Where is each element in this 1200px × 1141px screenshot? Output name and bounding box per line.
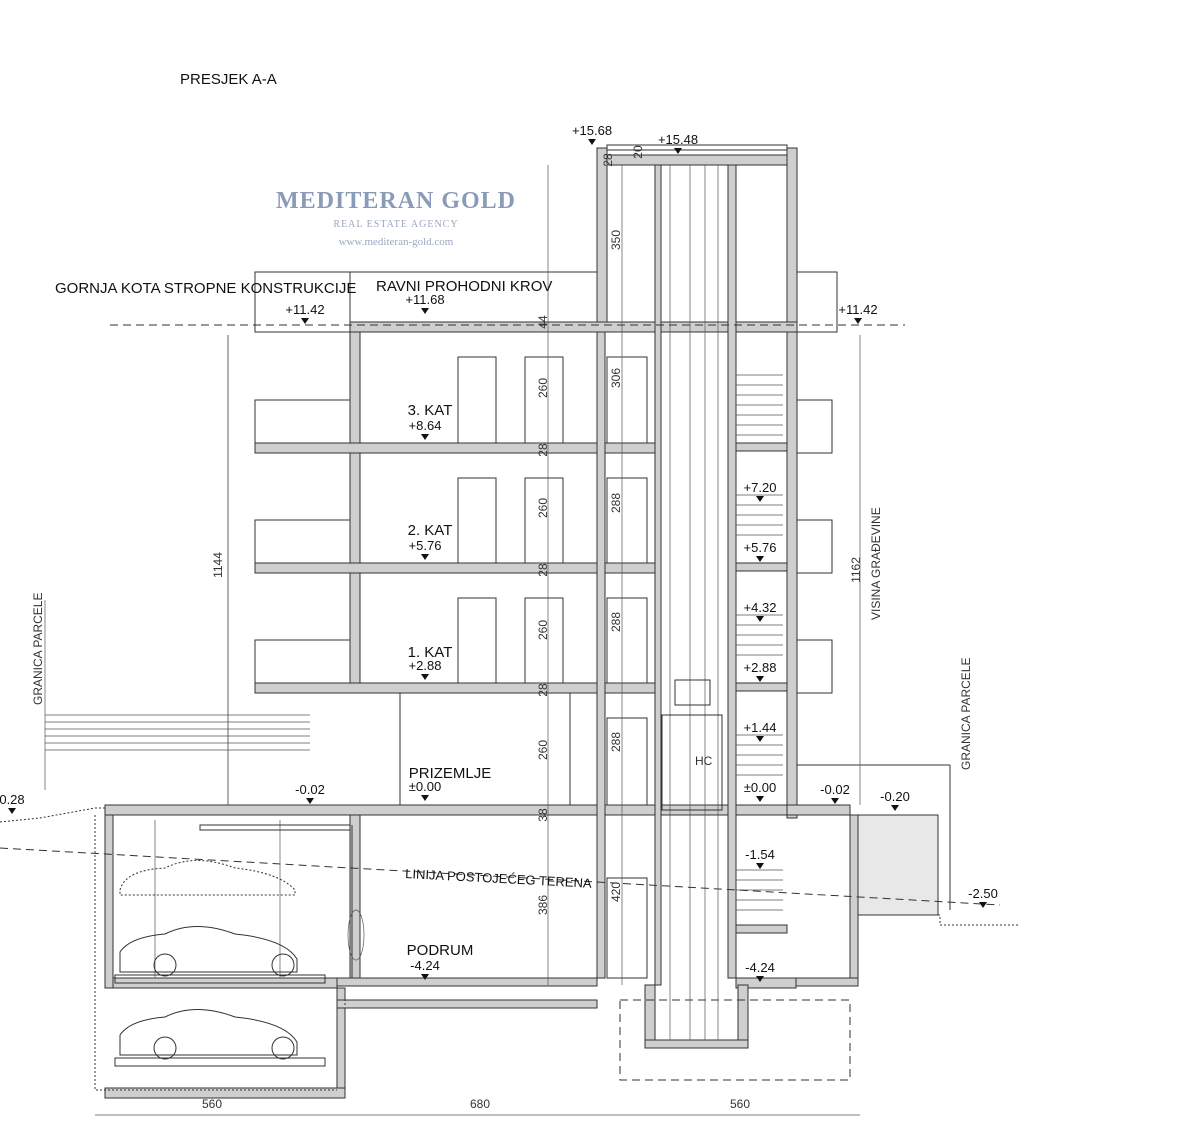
top-slab-note: GORNJA KOTA STROPNE KONSTRUKCIJE xyxy=(55,280,356,297)
level-marker-icon xyxy=(756,616,764,622)
stair-level: -4.24 xyxy=(745,960,775,975)
level-marker-icon xyxy=(588,139,596,145)
dimension-label: 28 xyxy=(536,443,550,457)
dimension-label: 560 xyxy=(202,1097,222,1111)
level-roof: +11.68 xyxy=(405,292,444,307)
level-marker-icon xyxy=(756,736,764,742)
dimension-label: 288 xyxy=(609,493,623,513)
level-marker-icon xyxy=(831,798,839,804)
floor-level: ±0.00 xyxy=(409,779,441,794)
level-marker-icon xyxy=(674,148,682,154)
level-marker-icon xyxy=(306,798,314,804)
stair-level: +7.20 xyxy=(744,480,777,495)
plot-boundary-right: GRANICA PARCELE xyxy=(959,658,973,770)
dimension-label: 28 xyxy=(601,153,615,167)
watermark-url: www.mediteran-gold.com xyxy=(339,236,454,248)
level-marker-icon xyxy=(756,676,764,682)
dimension-label: 44 xyxy=(536,315,550,329)
floor-name: 2. KAT xyxy=(408,522,453,539)
floor-level: +2.88 xyxy=(409,658,442,673)
floor-level: +5.76 xyxy=(409,538,442,553)
level-marker-icon xyxy=(421,974,429,980)
level-marker-icon xyxy=(421,308,429,314)
floor-name: 1. KAT xyxy=(408,644,453,661)
car-lift xyxy=(114,820,365,1067)
dimension-label: 28 xyxy=(536,563,550,577)
dimension-label: 350 xyxy=(609,230,623,250)
floor-level: -4.24 xyxy=(410,958,440,973)
level-marker-icon xyxy=(301,318,309,324)
level-marker-icon xyxy=(979,902,987,908)
dimension-label: 386 xyxy=(536,895,550,915)
level-ground-left: -0.02 xyxy=(295,782,325,797)
level-tower-roof: +15.48 xyxy=(658,132,698,147)
stair-level: +2.88 xyxy=(744,660,777,675)
watermark-brand: MEDITERAN GOLD xyxy=(276,188,516,214)
dimension-label: 1162 xyxy=(849,557,863,583)
floor-name: PRIZEMLJE xyxy=(409,765,492,782)
roof-note: RAVNI PROHODNI KROV xyxy=(376,278,552,295)
level-marker-icon xyxy=(891,805,899,811)
dimension-label: 420 xyxy=(609,882,623,902)
gravel-fill xyxy=(857,814,939,916)
stair-level: +4.32 xyxy=(744,600,777,615)
level-slab-left: +11.42 xyxy=(285,302,324,317)
level-marker-icon xyxy=(756,863,764,869)
dimension-label: 28 xyxy=(536,683,550,697)
level-top: +15.68 xyxy=(572,123,612,138)
structure xyxy=(0,144,1020,1116)
floor-name: PODRUM xyxy=(407,942,474,959)
dimension-label: 1144 xyxy=(211,552,225,578)
dimension-label: 260 xyxy=(536,740,550,760)
floor-name: 3. KAT xyxy=(408,402,453,419)
dimension-label: 288 xyxy=(609,612,623,632)
stair-level: +5.76 xyxy=(744,540,777,555)
level-marker-icon xyxy=(8,808,16,814)
building-height-note: VISINA GRAĐEVINE xyxy=(869,507,883,620)
watermark: MEDITERAN GOLD REAL ESTATE AGENCY www.me… xyxy=(276,188,516,248)
terrain-note: LINIJA POSTOJEĆEG TERENA xyxy=(405,866,592,891)
dimension-label: 306 xyxy=(609,368,623,388)
level-ground-right: -0.02 xyxy=(820,782,850,797)
dimension-label: 260 xyxy=(536,620,550,640)
floor-level: +8.64 xyxy=(409,418,442,433)
level-marker-icon xyxy=(421,795,429,801)
person-icon xyxy=(347,909,365,961)
car-icon xyxy=(119,860,298,1060)
dimension-label: 38 xyxy=(536,808,550,822)
stair-level: ±0.00 xyxy=(744,780,776,795)
stair-level: -1.54 xyxy=(745,847,775,862)
dimension-label: 680 xyxy=(470,1097,490,1111)
level-marker-icon xyxy=(756,976,764,982)
level-marker-icon xyxy=(421,554,429,560)
level-marker-icon xyxy=(421,674,429,680)
level-terrain-right: -0.20 xyxy=(880,789,910,804)
dimension-label: 20 xyxy=(631,145,645,159)
level-slab-right: +11.42 xyxy=(838,302,877,317)
watermark-tagline: REAL ESTATE AGENCY xyxy=(333,219,458,230)
level-terrain-far-right: -2.50 xyxy=(968,886,998,901)
level-marker-icon xyxy=(756,556,764,562)
level-marker-icon xyxy=(421,434,429,440)
level-marker-icon xyxy=(854,318,862,324)
plot-boundary-left: GRANICA PARCELE xyxy=(31,593,45,705)
drawing-title: PRESJEK A-A xyxy=(180,71,277,88)
dimension-label: 260 xyxy=(536,378,550,398)
stair-level: +1.44 xyxy=(744,720,777,735)
level-terrain-left: 0.28 xyxy=(0,792,25,807)
level-marker-icon xyxy=(756,796,764,802)
dimension-label: 288 xyxy=(609,732,623,752)
dimension-label: 560 xyxy=(730,1097,750,1111)
dimension-label: 260 xyxy=(536,498,550,518)
level-marker-icon xyxy=(756,496,764,502)
lift-label: HC xyxy=(695,754,713,768)
